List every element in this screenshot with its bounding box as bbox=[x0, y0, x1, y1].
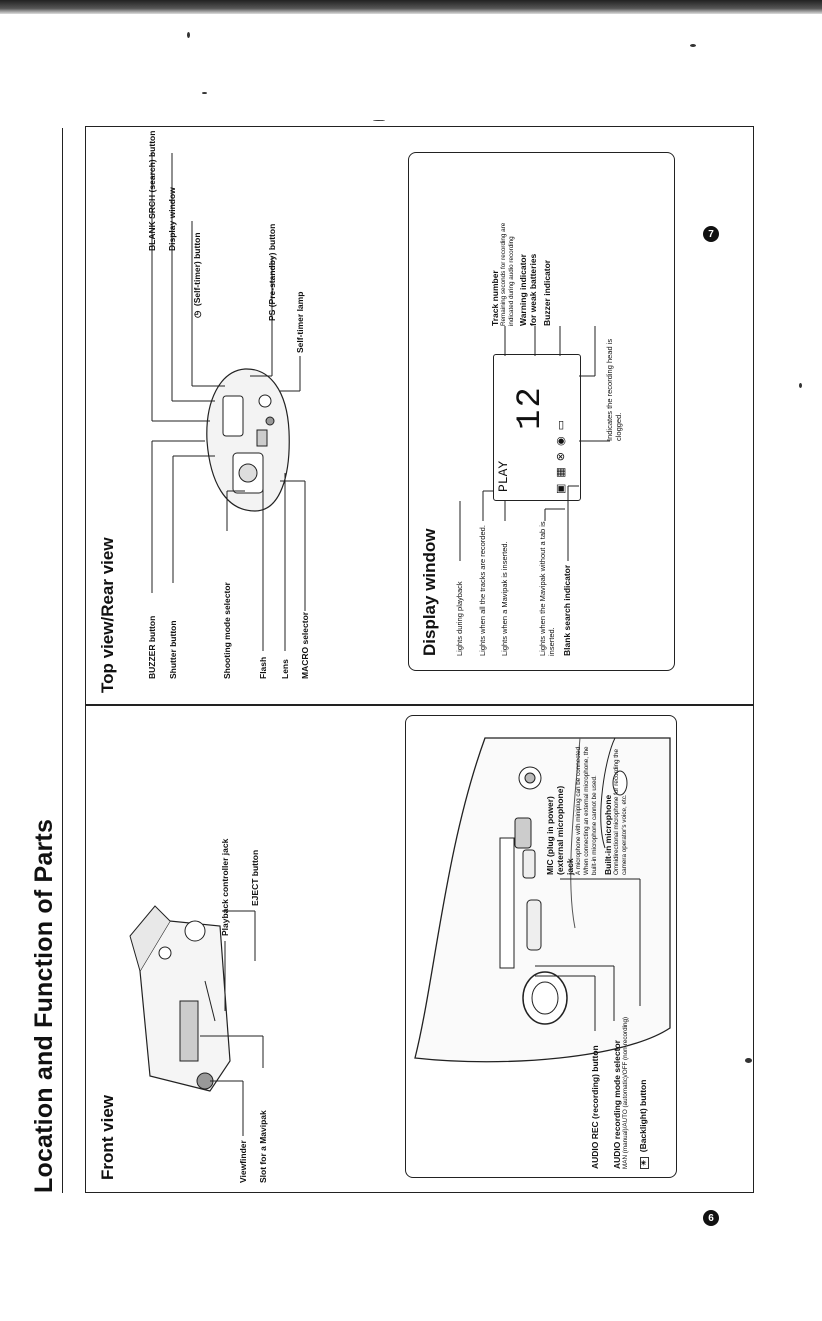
scan-edge bbox=[0, 0, 822, 14]
scan-speck bbox=[745, 1058, 752, 1063]
front-camera-illustration bbox=[129, 905, 231, 1092]
note-warning: for weak batteries bbox=[528, 253, 538, 326]
page-number-left: 6 bbox=[703, 1210, 719, 1226]
scan-speck bbox=[373, 120, 385, 121]
note-remaining-seconds: Remaining seconds for recording are indi… bbox=[500, 222, 515, 326]
side-detail-illustration bbox=[414, 737, 671, 1063]
scan-speck bbox=[187, 32, 190, 38]
note-head-clogged: Indicates the recording head is clogged. bbox=[605, 338, 623, 441]
note-track-number: Track number bbox=[490, 270, 500, 326]
scan-speck bbox=[799, 383, 802, 388]
note-buzzer-indicator: Buzzer indicator bbox=[542, 259, 552, 326]
note-warning: Warning indicator bbox=[518, 254, 528, 326]
scan-speck bbox=[690, 44, 696, 47]
display-right-notes: Track number Remaining seconds for recor… bbox=[490, 166, 552, 326]
top-camera-illustration bbox=[206, 368, 290, 512]
scan-speck bbox=[202, 92, 207, 94]
page-number-right: 7 bbox=[703, 226, 719, 242]
